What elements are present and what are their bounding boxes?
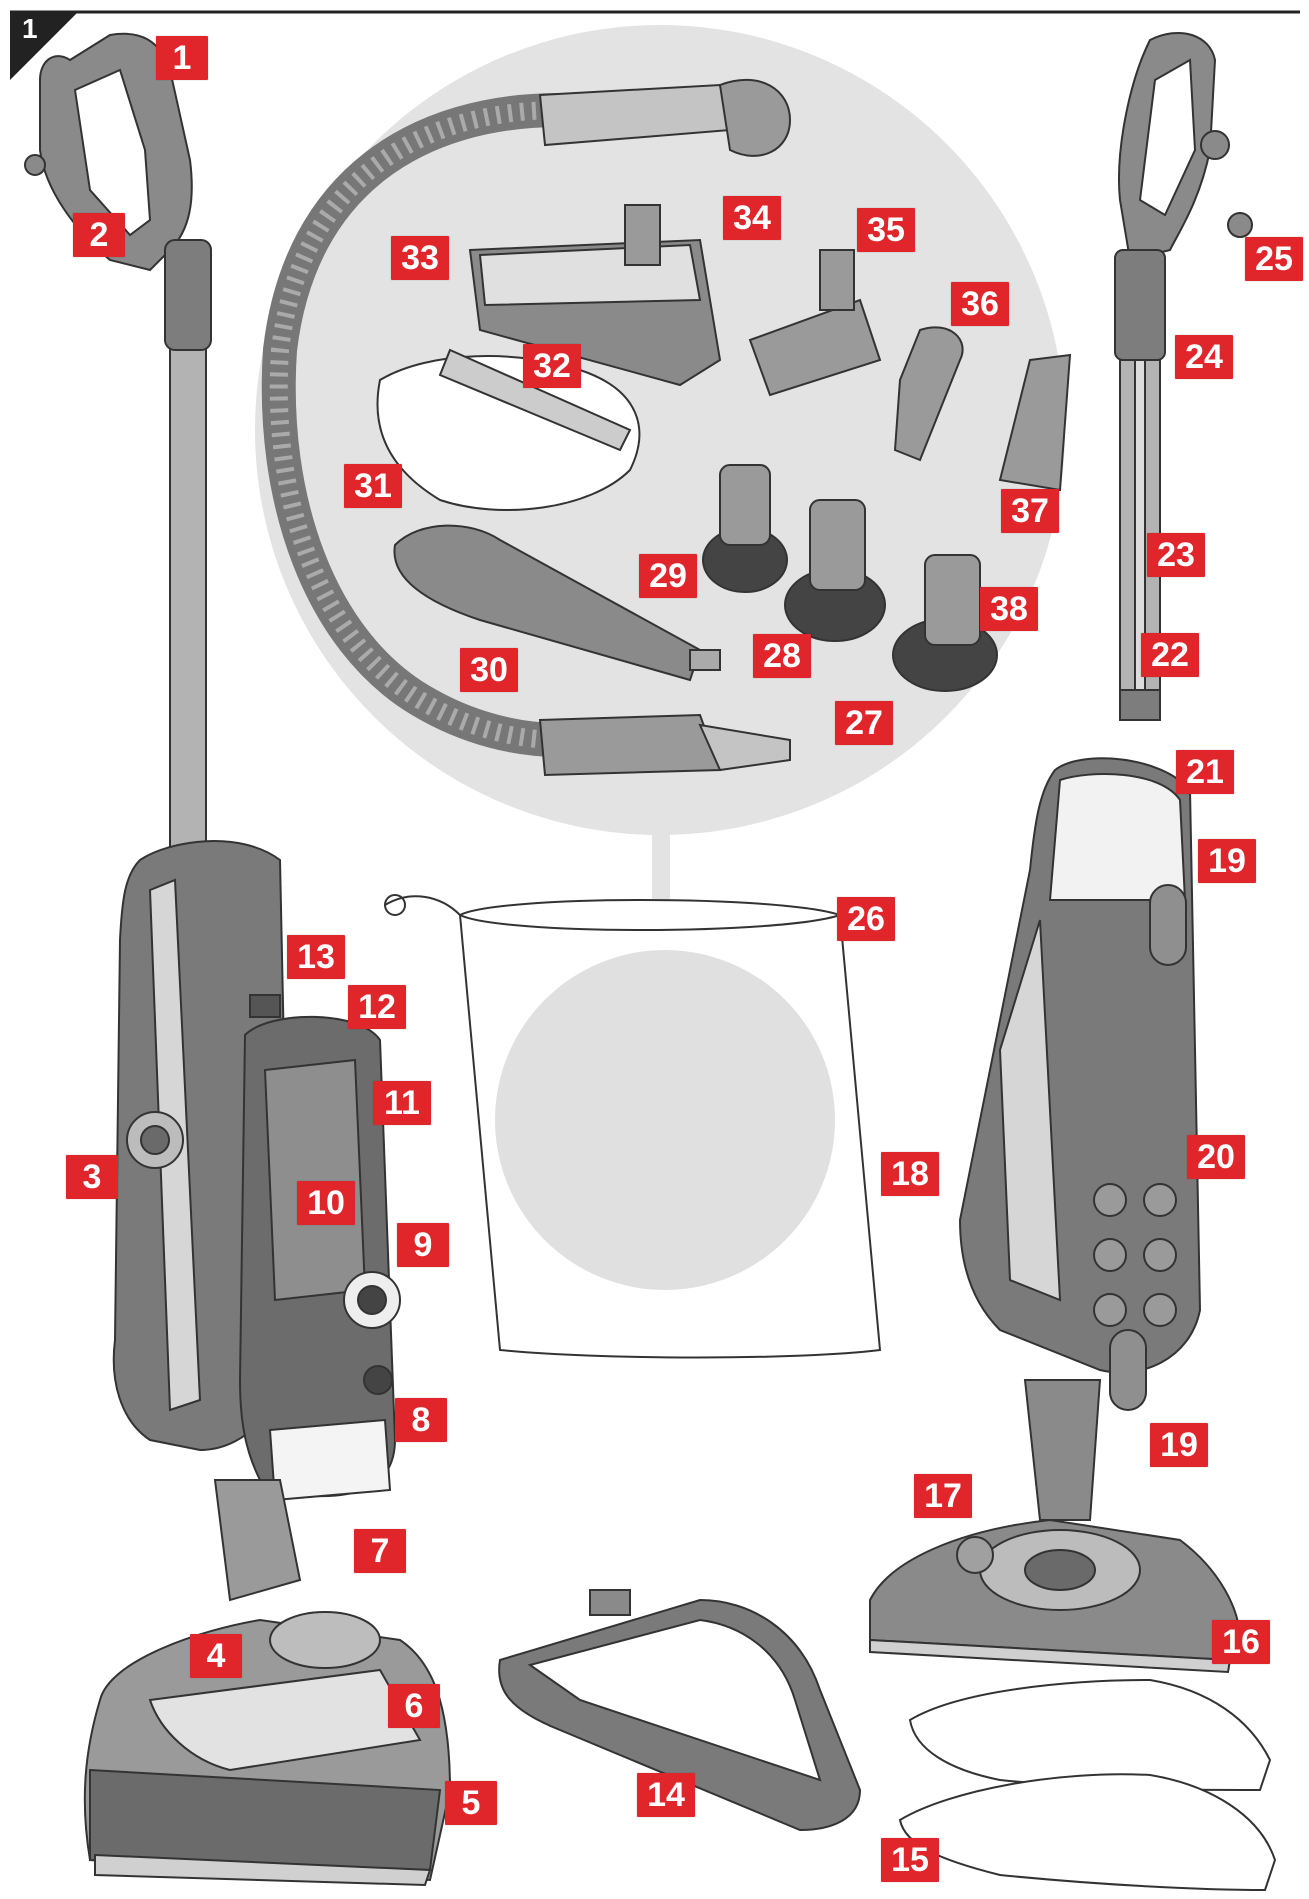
callout-35: 35 [857, 208, 915, 252]
callout-34: 34 [723, 196, 781, 240]
callout-7: 7 [354, 1529, 406, 1573]
callout-20: 20 [1187, 1135, 1245, 1179]
callout-29: 29 [639, 554, 697, 598]
mop-pads [898, 1678, 1277, 1892]
callout-9: 9 [397, 1223, 449, 1267]
callout-19-upper: 19 [1198, 839, 1256, 883]
callout-19-lower: 19 [1150, 1423, 1208, 1467]
callout-14: 14 [637, 1773, 695, 1817]
figure-tab [10, 12, 78, 80]
steam-mop-left [24, 32, 452, 1887]
accessories [261, 79, 1072, 777]
callout-4: 4 [190, 1634, 242, 1678]
callout-1: 1 [156, 36, 208, 80]
callout-12: 12 [348, 985, 406, 1029]
callout-24: 24 [1175, 335, 1233, 379]
callout-2: 2 [73, 213, 125, 257]
callout-10: 10 [297, 1181, 355, 1225]
pole-extension [1114, 31, 1253, 721]
callout-25: 25 [1245, 237, 1303, 281]
callout-6: 6 [388, 1684, 440, 1728]
callout-21: 21 [1176, 750, 1234, 794]
callout-11: 11 [373, 1081, 431, 1125]
callout-17: 17 [914, 1474, 972, 1518]
callout-16: 16 [1212, 1620, 1270, 1664]
callout-31: 31 [344, 464, 402, 508]
callout-23: 23 [1147, 533, 1205, 577]
callout-27: 27 [835, 701, 893, 745]
callout-33: 33 [391, 236, 449, 280]
figure-number: 1 [22, 13, 38, 44]
callout-28: 28 [753, 634, 811, 678]
callout-26: 26 [837, 897, 895, 941]
handheld-unit-right [869, 757, 1242, 1674]
callout-37: 37 [1001, 489, 1059, 533]
callout-30: 30 [460, 648, 518, 692]
callout-5: 5 [445, 1781, 497, 1825]
callout-32: 32 [523, 344, 581, 388]
callout-38: 38 [980, 587, 1038, 631]
callout-15: 15 [881, 1838, 939, 1882]
carpet-glider [498, 1589, 862, 1832]
storage-bag [384, 894, 882, 1359]
callout-3: 3 [66, 1155, 118, 1199]
callout-22: 22 [1141, 633, 1199, 677]
callout-8: 8 [395, 1398, 447, 1442]
callout-18: 18 [881, 1152, 939, 1196]
callout-13: 13 [287, 935, 345, 979]
callout-36: 36 [951, 282, 1009, 326]
